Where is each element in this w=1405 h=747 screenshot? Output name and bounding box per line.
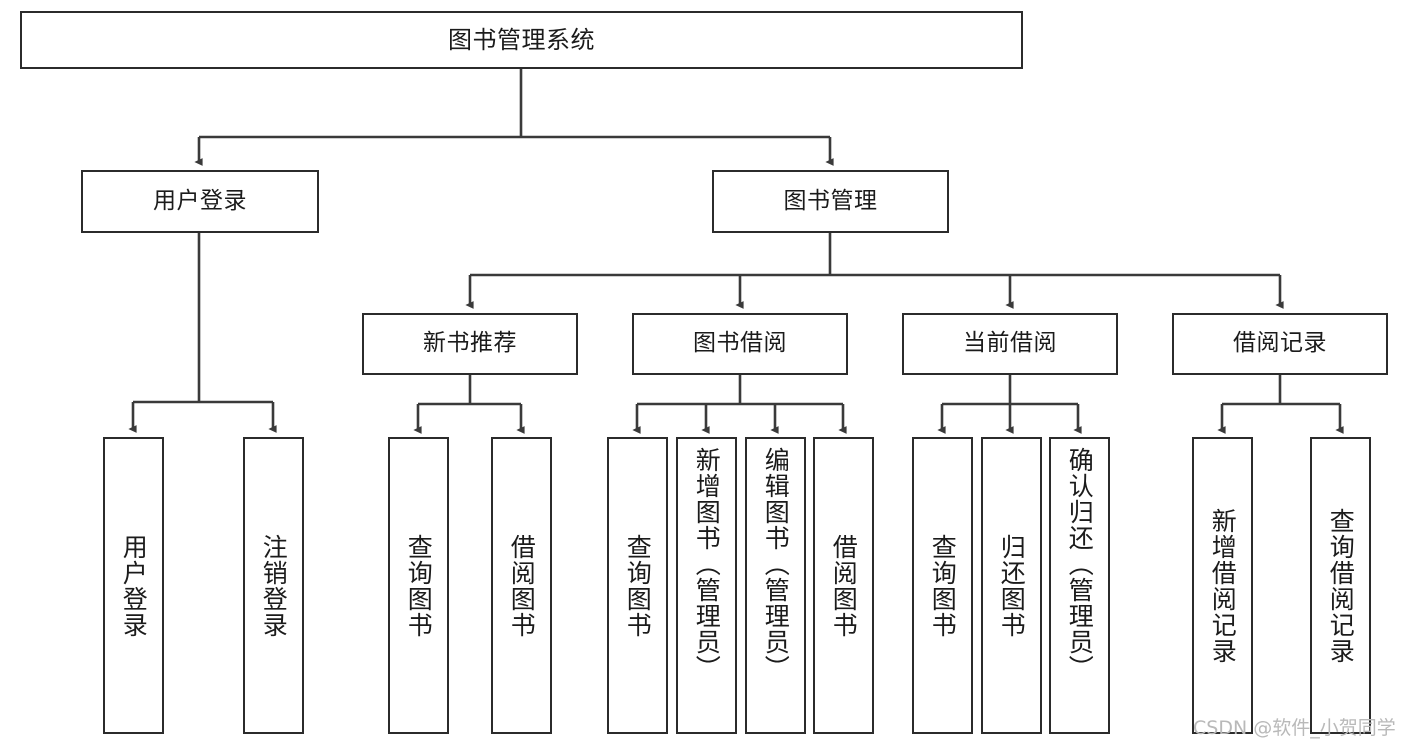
leaf-query-book-recommend[interactable]: 查询图书 <box>388 437 449 734</box>
node-current-borrow[interactable]: 当前借阅 <box>902 313 1118 375</box>
node-root-system[interactable]: 图书管理系统 <box>20 11 1023 69</box>
node-label: 新增图书（管理员） <box>692 447 722 681</box>
leaf-add-book-admin[interactable]: 新增图书（管理员） <box>676 437 737 734</box>
node-label: 当前借阅 <box>963 330 1057 357</box>
node-label: 归还图书 <box>997 533 1027 638</box>
leaf-edit-book-admin[interactable]: 编辑图书（管理员） <box>745 437 806 734</box>
node-label: 注销登录 <box>259 533 289 638</box>
leaf-user-login[interactable]: 用户登录 <box>103 437 164 734</box>
node-label: 借阅图书 <box>829 533 859 638</box>
node-label: 查询图书 <box>928 533 958 638</box>
csdn-watermark: CSDN @软件_小贺同学 <box>1193 717 1396 739</box>
leaf-query-borrow-record[interactable]: 查询借阅记录 <box>1310 437 1371 734</box>
node-label: 借阅图书 <box>507 533 537 638</box>
node-book-borrow[interactable]: 图书借阅 <box>632 313 848 375</box>
node-book-management[interactable]: 图书管理 <box>712 170 949 233</box>
leaf-add-borrow-record[interactable]: 新增借阅记录 <box>1192 437 1253 734</box>
node-user-login[interactable]: 用户登录 <box>81 170 319 233</box>
node-new-book-recommend[interactable]: 新书推荐 <box>362 313 578 375</box>
node-label: 图书管理系统 <box>448 25 595 54</box>
leaf-query-book-current[interactable]: 查询图书 <box>912 437 973 734</box>
leaf-return-book[interactable]: 归还图书 <box>981 437 1042 734</box>
node-label: 图书借阅 <box>693 330 787 357</box>
node-label: 新书推荐 <box>423 330 517 357</box>
leaf-confirm-return-admin[interactable]: 确认归还（管理员） <box>1049 437 1110 734</box>
node-label: 借阅记录 <box>1233 330 1327 357</box>
node-label: 查询图书 <box>623 533 653 638</box>
node-label: 图书管理 <box>783 187 878 214</box>
node-label: 编辑图书（管理员） <box>761 447 791 681</box>
node-label: 用户登录 <box>119 533 149 638</box>
node-label: 查询借阅记录 <box>1326 507 1356 664</box>
leaf-borrow-book-borrow[interactable]: 借阅图书 <box>813 437 874 734</box>
leaf-logout-login[interactable]: 注销登录 <box>243 437 304 734</box>
node-label: 新增借阅记录 <box>1208 507 1238 664</box>
node-label: 查询图书 <box>404 533 434 638</box>
leaf-borrow-book-recommend[interactable]: 借阅图书 <box>491 437 552 734</box>
node-label: 用户登录 <box>153 187 247 214</box>
leaf-query-book-borrow[interactable]: 查询图书 <box>607 437 668 734</box>
node-label: 确认归还（管理员） <box>1065 447 1095 681</box>
node-borrow-record[interactable]: 借阅记录 <box>1172 313 1388 375</box>
